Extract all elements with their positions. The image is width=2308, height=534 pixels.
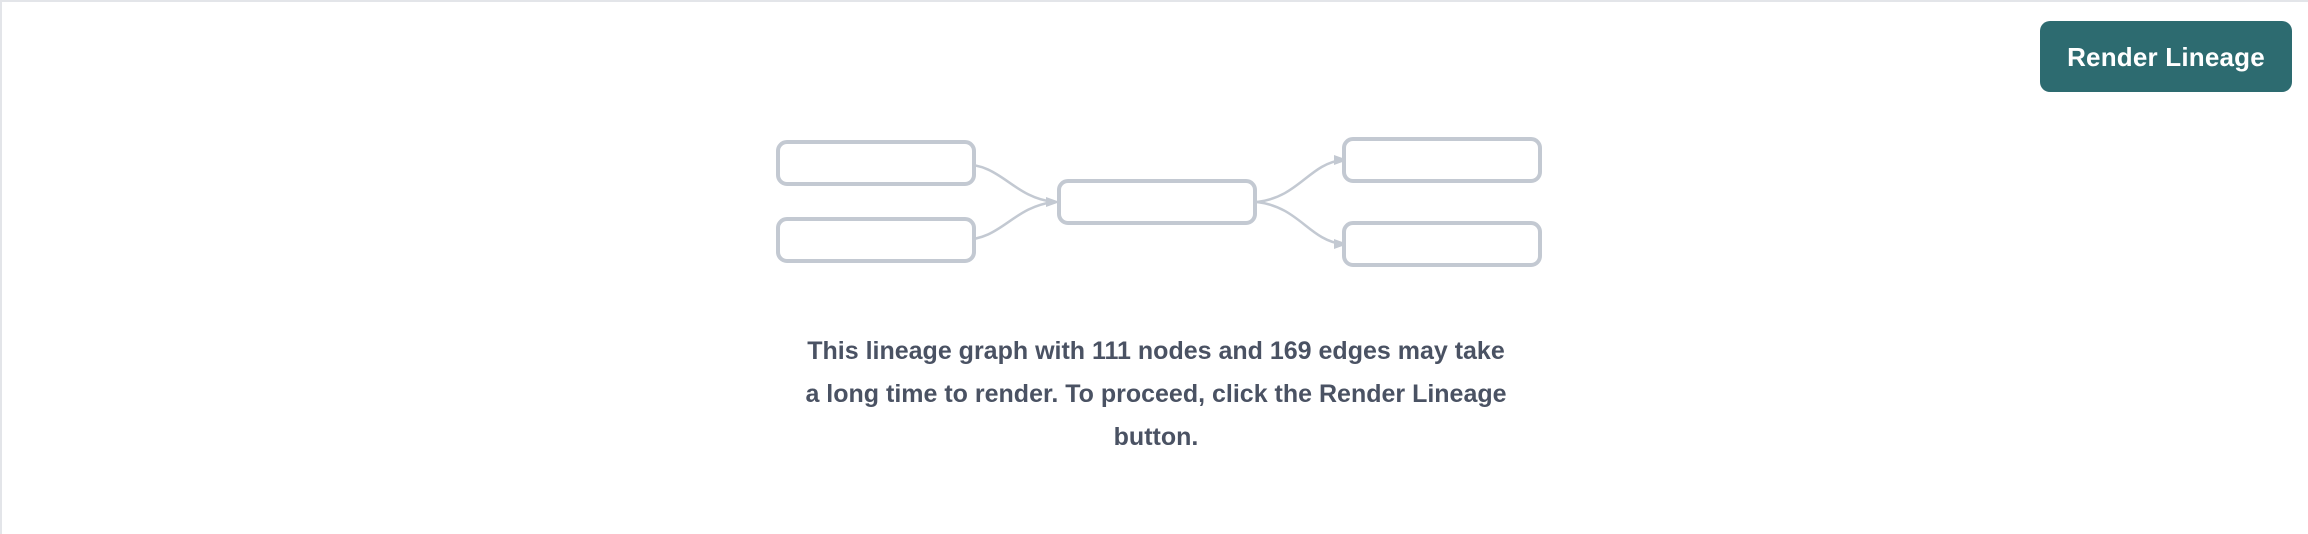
lineage-graph-preview	[2, 2, 2308, 302]
render-lineage-button[interactable]: Render Lineage	[2040, 21, 2292, 92]
graph-node-target-2[interactable]	[1342, 221, 1542, 267]
edge-middle-1-to-target-1	[1256, 158, 1343, 204]
graph-node-target-1[interactable]	[1342, 137, 1542, 183]
graph-node-source-1[interactable]	[776, 140, 976, 186]
graph-node-source-2[interactable]	[776, 217, 976, 263]
lineage-warning-line-1: This lineage graph with 111 nodes and 16…	[807, 337, 1505, 365]
lineage-warning-line-2: a long time to render. To proceed, click…	[805, 380, 1507, 408]
lineage-graph-svg	[776, 137, 1542, 267]
graph-node-middle-1[interactable]	[1057, 179, 1257, 225]
lineage-warning-line-3: button.	[1113, 423, 1199, 451]
edge-arrowhead-target-1	[1334, 155, 1348, 165]
edge-arrowhead-target-2	[1334, 239, 1348, 249]
lineage-warning-message: This lineage graph with 111 nodes and 16…	[756, 330, 1556, 459]
edge-middle-1-to-target-2	[1256, 200, 1343, 246]
